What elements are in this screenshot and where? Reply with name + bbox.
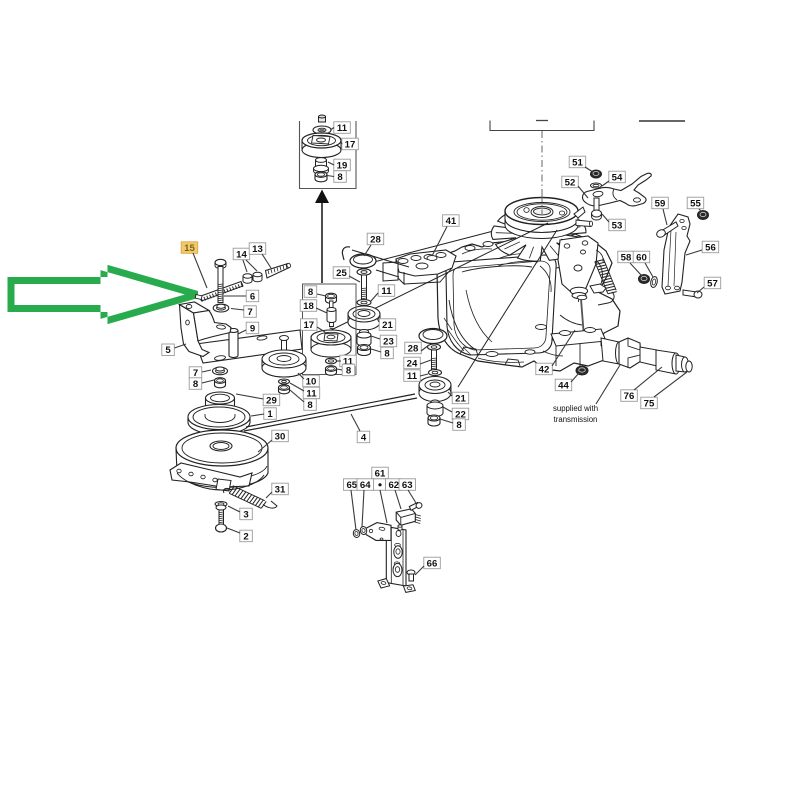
svg-text:4: 4 <box>361 433 367 444</box>
svg-text:28: 28 <box>370 235 381 246</box>
svg-text:19: 19 <box>337 161 348 172</box>
svg-text:76: 76 <box>624 391 635 402</box>
svg-text:66: 66 <box>427 559 438 570</box>
svg-text:55: 55 <box>690 199 701 210</box>
svg-text:75: 75 <box>644 399 655 410</box>
svg-text:11: 11 <box>381 286 392 297</box>
svg-text:54: 54 <box>612 173 623 184</box>
svg-text:transmission: transmission <box>554 415 598 424</box>
svg-text:21: 21 <box>382 320 393 331</box>
svg-text:8: 8 <box>456 420 462 431</box>
svg-text:8: 8 <box>346 366 352 377</box>
svg-text:11: 11 <box>343 357 354 368</box>
svg-text:59: 59 <box>655 199 666 210</box>
svg-text:64: 64 <box>360 480 371 491</box>
svg-text:11: 11 <box>407 371 418 382</box>
svg-text:44: 44 <box>558 381 569 392</box>
svg-text:8: 8 <box>307 400 313 411</box>
svg-text:5: 5 <box>165 345 171 356</box>
svg-text:60: 60 <box>636 253 647 264</box>
svg-text:30: 30 <box>275 432 286 443</box>
svg-text:11: 11 <box>337 123 348 134</box>
svg-text:23: 23 <box>383 337 394 348</box>
svg-text:57: 57 <box>707 279 718 290</box>
svg-text:8: 8 <box>384 349 390 360</box>
svg-text:25: 25 <box>336 268 347 279</box>
svg-text:9: 9 <box>250 324 255 335</box>
svg-text:29: 29 <box>266 396 277 407</box>
svg-text:17: 17 <box>303 320 314 331</box>
svg-text:8: 8 <box>308 287 314 298</box>
svg-text:62: 62 <box>388 480 399 491</box>
svg-text:15: 15 <box>184 243 195 254</box>
svg-text:42: 42 <box>539 365 550 376</box>
svg-text:1: 1 <box>267 409 273 420</box>
svg-text:22: 22 <box>455 410 466 421</box>
svg-text:7: 7 <box>193 368 198 379</box>
svg-text:61: 61 <box>375 469 386 480</box>
svg-text:56: 56 <box>705 243 716 254</box>
svg-text:17: 17 <box>345 140 356 151</box>
svg-text:28: 28 <box>408 344 419 355</box>
svg-text:53: 53 <box>612 221 623 232</box>
svg-text:7: 7 <box>247 307 252 318</box>
svg-text:supplied with: supplied with <box>553 404 598 413</box>
svg-text:18: 18 <box>303 301 314 312</box>
svg-text:2: 2 <box>243 532 248 543</box>
svg-text:31: 31 <box>275 485 286 496</box>
svg-text:21: 21 <box>455 394 466 405</box>
svg-text:65: 65 <box>346 480 357 491</box>
svg-text:10: 10 <box>306 377 317 388</box>
svg-text:41: 41 <box>446 216 457 227</box>
svg-text:13: 13 <box>252 244 263 255</box>
svg-text:52: 52 <box>565 178 576 189</box>
svg-text:11: 11 <box>306 389 317 400</box>
svg-text:51: 51 <box>572 158 583 169</box>
svg-text:14: 14 <box>236 250 247 261</box>
svg-text:24: 24 <box>407 359 418 370</box>
svg-text:58: 58 <box>621 253 632 264</box>
svg-text:63: 63 <box>402 480 413 491</box>
svg-text:8: 8 <box>337 172 343 183</box>
svg-text:3: 3 <box>243 510 248 521</box>
svg-text:6: 6 <box>250 292 255 303</box>
svg-text:8: 8 <box>193 379 199 390</box>
